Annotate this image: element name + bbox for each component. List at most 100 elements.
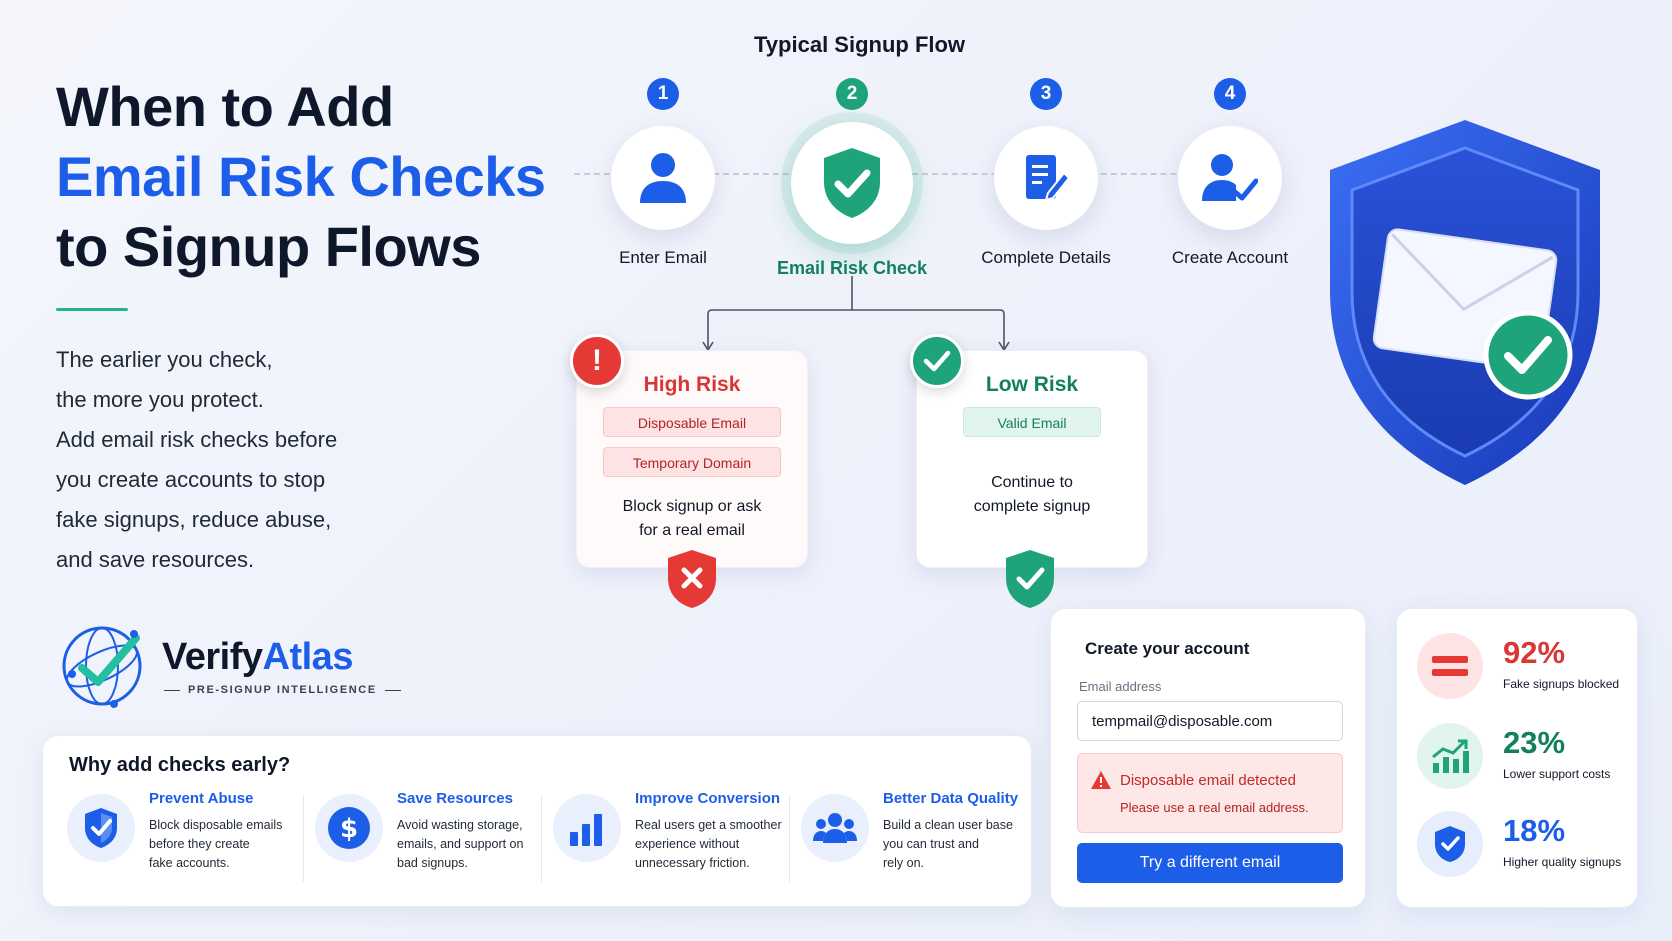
benefit-desc-line: unnecessary friction. xyxy=(635,856,750,870)
bar-chart-icon xyxy=(553,794,621,862)
signup-form-card: Create your account Email address Dispos… xyxy=(1050,608,1366,908)
why-title: Why add checks early? xyxy=(69,754,291,776)
risk-desc-line: Continue to xyxy=(991,474,1073,491)
benefit-desc: Block disposable emails before they crea… xyxy=(149,816,282,873)
step-number: 2 xyxy=(836,78,868,110)
hero-body: The earlier you check, the more you prot… xyxy=(56,340,386,580)
svg-text:$: $ xyxy=(340,814,358,844)
flow-step-complete-details: 3 Complete Details xyxy=(961,78,1131,268)
blocked-icon xyxy=(1417,633,1483,699)
step-number: 3 xyxy=(1030,78,1062,110)
stat-value: 23% xyxy=(1503,725,1566,760)
hero-body-line: The earlier you check, xyxy=(56,347,273,372)
benefit-better-data-quality: Better Data Quality Build a clean user b… xyxy=(789,790,1046,890)
benefit-desc: Real users get a smoother experience wit… xyxy=(635,816,782,873)
email-field[interactable] xyxy=(1077,701,1343,741)
stat-label: Lower support costs xyxy=(1503,767,1611,781)
risk-desc-line: for a real email xyxy=(639,522,745,539)
step-label: Enter Email xyxy=(619,248,707,267)
risk-desc-line: complete signup xyxy=(973,498,1091,515)
hero-body-line: Add email risk checks before xyxy=(56,427,338,452)
low-risk-card: Low Risk Valid Email Continue to complet… xyxy=(916,350,1148,568)
flow-step-create-account: 4 Create Account xyxy=(1145,78,1315,268)
warning-icon xyxy=(1091,771,1111,789)
benefit-prevent-abuse: Prevent Abuse Block disposable emails be… xyxy=(67,790,312,890)
stat-value: 18% xyxy=(1503,813,1566,848)
shield-check-icon xyxy=(67,794,135,862)
benefit-desc: Build a clean user base you can trust an… xyxy=(883,816,1018,873)
hero-title-line2: Email Risk Checks xyxy=(56,145,546,208)
flow-title: Typical Signup Flow xyxy=(754,32,966,57)
brand-tagline: PRE-SIGNUP INTELLIGENCE xyxy=(164,684,401,696)
stats-card: 92% Fake signups blocked 23% Lower suppo… xyxy=(1396,608,1638,908)
flow-connector xyxy=(574,173,1256,175)
benefit-desc-line: Real users get a smoother xyxy=(635,818,782,832)
high-risk-desc: Block signup or ask for a real email xyxy=(602,495,782,543)
brand-tagline-text: PRE-SIGNUP INTELLIGENCE xyxy=(188,684,377,696)
hero-body-line: the more you protect. xyxy=(56,387,264,412)
shield-check-icon xyxy=(791,122,913,244)
brand-name-part1: Verify xyxy=(162,636,263,678)
benefit-title: Prevent Abuse xyxy=(149,790,254,807)
user-check-icon xyxy=(1178,126,1282,230)
benefit-save-resources: $ Save Resources Avoid wasting storage, … xyxy=(303,790,560,890)
stat-fake-signups: 92% Fake signups blocked xyxy=(1417,633,1637,703)
flow-step-email-risk-check: 2 Email Risk Check xyxy=(767,78,937,279)
step-label: Email Risk Check xyxy=(776,258,928,278)
stat-label: Higher quality signups xyxy=(1503,855,1622,869)
hero-body-line: fake signups, reduce abuse, xyxy=(56,507,332,532)
benefit-desc-line: before they create xyxy=(149,837,250,851)
benefit-title: Better Data Quality xyxy=(883,790,1019,807)
error-alert: Disposable email detected Please use a r… xyxy=(1077,753,1343,833)
hero-divider xyxy=(56,308,128,311)
brand-name: VerifyAtlas xyxy=(162,636,353,679)
dollar-icon: $ xyxy=(315,794,383,862)
branch-connector xyxy=(702,276,1010,352)
alert-title: Disposable email detected xyxy=(1120,772,1296,789)
benefit-desc-line: Block disposable emails xyxy=(149,818,283,832)
hero-body-line: you create accounts to stop xyxy=(56,467,326,492)
step-label: Create Account xyxy=(1171,248,1289,267)
risk-desc-line: Block signup or ask xyxy=(622,498,762,515)
form-title: Create your account xyxy=(1085,639,1250,658)
low-risk-desc: Continue to complete signup xyxy=(942,471,1122,519)
risk-chip: Temporary Domain xyxy=(603,447,781,477)
benefit-desc-line: emails, and support on xyxy=(397,837,524,851)
shield-check-icon xyxy=(1417,811,1483,877)
brand-name-part2: Atlas xyxy=(262,636,354,678)
benefit-title: Save Resources xyxy=(397,790,513,807)
flow-step-enter-email: 1 Enter Email xyxy=(578,78,748,268)
benefit-title: Improve Conversion xyxy=(635,790,781,807)
high-risk-card: High Risk Disposable Email Temporary Dom… xyxy=(576,350,808,568)
email-shield-icon xyxy=(1330,120,1600,485)
benefit-desc-line: rely on. xyxy=(883,856,924,870)
benefit-improve-conversion: Improve Conversion Real users get a smoo… xyxy=(541,790,798,890)
high-risk-title: High Risk xyxy=(643,373,741,396)
hero-title: When to Add Email Risk Checks to Signup … xyxy=(56,72,546,282)
check-circle-icon xyxy=(910,334,964,388)
alert-icon: ! xyxy=(570,334,624,388)
hero-body-line: and save resources. xyxy=(56,547,255,572)
benefit-desc-line: Avoid wasting storage, xyxy=(397,818,523,832)
user-icon xyxy=(611,126,715,230)
benefit-desc-line: Build a clean user base xyxy=(883,818,1013,832)
try-different-email-button[interactable]: Try a different email xyxy=(1077,843,1343,883)
benefit-desc-line: you can trust and xyxy=(883,837,979,851)
benefit-desc-line: bad signups. xyxy=(397,856,468,870)
step-number: 4 xyxy=(1214,78,1246,110)
benefit-desc: Avoid wasting storage, emails, and suppo… xyxy=(397,816,523,873)
benefit-desc-line: fake accounts. xyxy=(149,856,230,870)
globe-check-icon xyxy=(62,626,142,708)
shield-x-icon xyxy=(668,550,716,608)
users-icon xyxy=(801,794,869,862)
hero-title-line3: to Signup Flows xyxy=(56,215,481,278)
trend-up-icon xyxy=(1417,723,1483,789)
shield-check-icon xyxy=(1006,550,1054,608)
stat-label: Fake signups blocked xyxy=(1503,677,1620,691)
step-label: Complete Details xyxy=(981,248,1111,267)
stat-support-costs: 23% Lower support costs xyxy=(1417,723,1637,793)
why-card: Why add checks early? Prevent Abuse Bloc… xyxy=(42,735,1032,907)
stat-value: 92% xyxy=(1503,635,1566,670)
hero-title-line1: When to Add xyxy=(56,75,394,138)
risk-chip: Disposable Email xyxy=(603,407,781,437)
